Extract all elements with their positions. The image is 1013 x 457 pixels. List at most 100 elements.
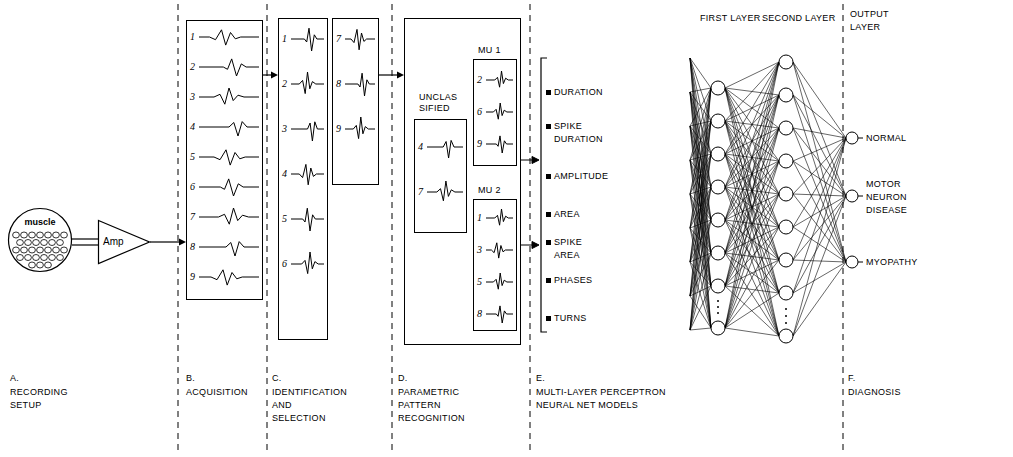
hidden-weight xyxy=(725,128,779,286)
feature-label: DURATION xyxy=(554,86,603,99)
input-weight xyxy=(690,328,711,330)
output-weight xyxy=(793,128,846,138)
trace-number: 7 xyxy=(190,211,195,223)
hidden-weight xyxy=(725,161,779,286)
muscle-fibre xyxy=(29,262,36,268)
trace-number: 9 xyxy=(477,138,482,150)
stage-letter: B. xyxy=(186,372,195,385)
trace-number: 3 xyxy=(282,123,287,135)
hidden-weight xyxy=(725,293,779,328)
muap-trace xyxy=(199,88,259,104)
trace-number: 4 xyxy=(190,121,195,133)
bullet-mark xyxy=(546,174,551,179)
muap-trace xyxy=(486,209,513,225)
connector xyxy=(263,72,278,79)
muscle-fibre xyxy=(21,247,28,253)
hidden-weight xyxy=(725,128,779,328)
muscle-fibre xyxy=(37,247,44,253)
output-line xyxy=(858,138,863,139)
arrow-line xyxy=(521,160,532,161)
amplifier-label: Amp xyxy=(103,236,124,248)
trace-number: 7 xyxy=(336,33,341,45)
amplifier-outline xyxy=(99,221,150,264)
muscle-fibre xyxy=(29,232,36,238)
ellipsis-dot xyxy=(785,322,787,324)
stage-label: PARAMETRIC PATTERN RECOGNITION xyxy=(398,386,465,425)
output-neuron xyxy=(846,256,858,268)
bullet-mark xyxy=(546,278,551,283)
neuron xyxy=(779,220,793,234)
hidden-weight xyxy=(725,121,779,293)
stage-letter: D. xyxy=(398,372,408,385)
muscle-fibre xyxy=(13,247,20,253)
arrow-head xyxy=(532,157,539,164)
input-weight xyxy=(690,253,711,330)
output-weight xyxy=(793,138,846,194)
output-weight xyxy=(793,196,846,293)
neuron xyxy=(711,147,725,161)
input-weight xyxy=(690,58,711,328)
hidden-weight xyxy=(725,260,779,328)
feature-label: SPIKE AREA xyxy=(554,236,582,262)
bullet-mark xyxy=(546,240,551,245)
layer-label: OUTPUT LAYER xyxy=(850,8,889,34)
muap-trace xyxy=(291,122,324,141)
neuron xyxy=(711,246,725,260)
output-weight xyxy=(793,196,846,260)
output-neuron xyxy=(846,132,858,144)
hidden-weight xyxy=(725,154,779,336)
hidden-weight xyxy=(725,220,779,336)
neuron xyxy=(779,187,793,201)
muap-trace xyxy=(427,181,463,201)
muap-trace xyxy=(427,140,463,158)
ellipsis-dot xyxy=(717,312,719,314)
muscle-fibre xyxy=(25,240,32,246)
input-weight xyxy=(690,154,711,330)
output-weight xyxy=(793,138,846,161)
muscle-fibre xyxy=(25,255,32,261)
trace-number: 5 xyxy=(282,213,287,225)
neuron xyxy=(779,55,793,69)
input-weight xyxy=(690,58,711,286)
neuron xyxy=(711,114,725,128)
trace-number: 4 xyxy=(418,141,423,153)
muap-trace xyxy=(199,242,259,256)
stage-dividers xyxy=(178,4,843,452)
muap-trace xyxy=(486,306,513,323)
muscle-fibres xyxy=(13,232,68,268)
selection-box: 123456 xyxy=(278,18,328,340)
muap-trace xyxy=(345,73,375,96)
dashed-divider xyxy=(267,4,268,452)
muscle-outline xyxy=(9,209,72,272)
muap-trace xyxy=(291,72,324,94)
connector-line xyxy=(379,74,397,75)
class-heading: UNCLAS SIFIED xyxy=(419,92,457,114)
emg-traces xyxy=(199,28,513,323)
trace-number: 7 xyxy=(418,186,423,198)
diagnosis-label: NORMAL xyxy=(866,132,906,145)
arrow-head xyxy=(532,242,539,249)
muscle-fibre xyxy=(41,240,48,246)
connector-line xyxy=(150,241,179,242)
class-box: UNCLAS SIFIED47 xyxy=(414,119,467,233)
trace-number: 8 xyxy=(190,241,195,253)
trace-number: 9 xyxy=(190,271,195,283)
dashed-divider xyxy=(178,4,179,452)
trace-number: 3 xyxy=(477,244,482,256)
muap-trace xyxy=(486,136,513,153)
muscle-fibre xyxy=(41,255,48,261)
output-weight xyxy=(793,95,846,196)
muscle-fibre xyxy=(17,255,24,261)
muscle-fibre xyxy=(33,255,40,261)
trace-number: 8 xyxy=(477,308,482,320)
stage-letter: A. xyxy=(10,372,19,385)
output-weight xyxy=(793,138,846,293)
input-weight xyxy=(690,88,711,92)
arrow-line xyxy=(521,245,532,246)
connector xyxy=(379,72,404,79)
output-weight xyxy=(793,196,846,336)
connector xyxy=(72,239,98,245)
neural-net xyxy=(690,58,863,336)
trace-number: 5 xyxy=(190,151,195,163)
trace-number: 6 xyxy=(190,181,195,193)
